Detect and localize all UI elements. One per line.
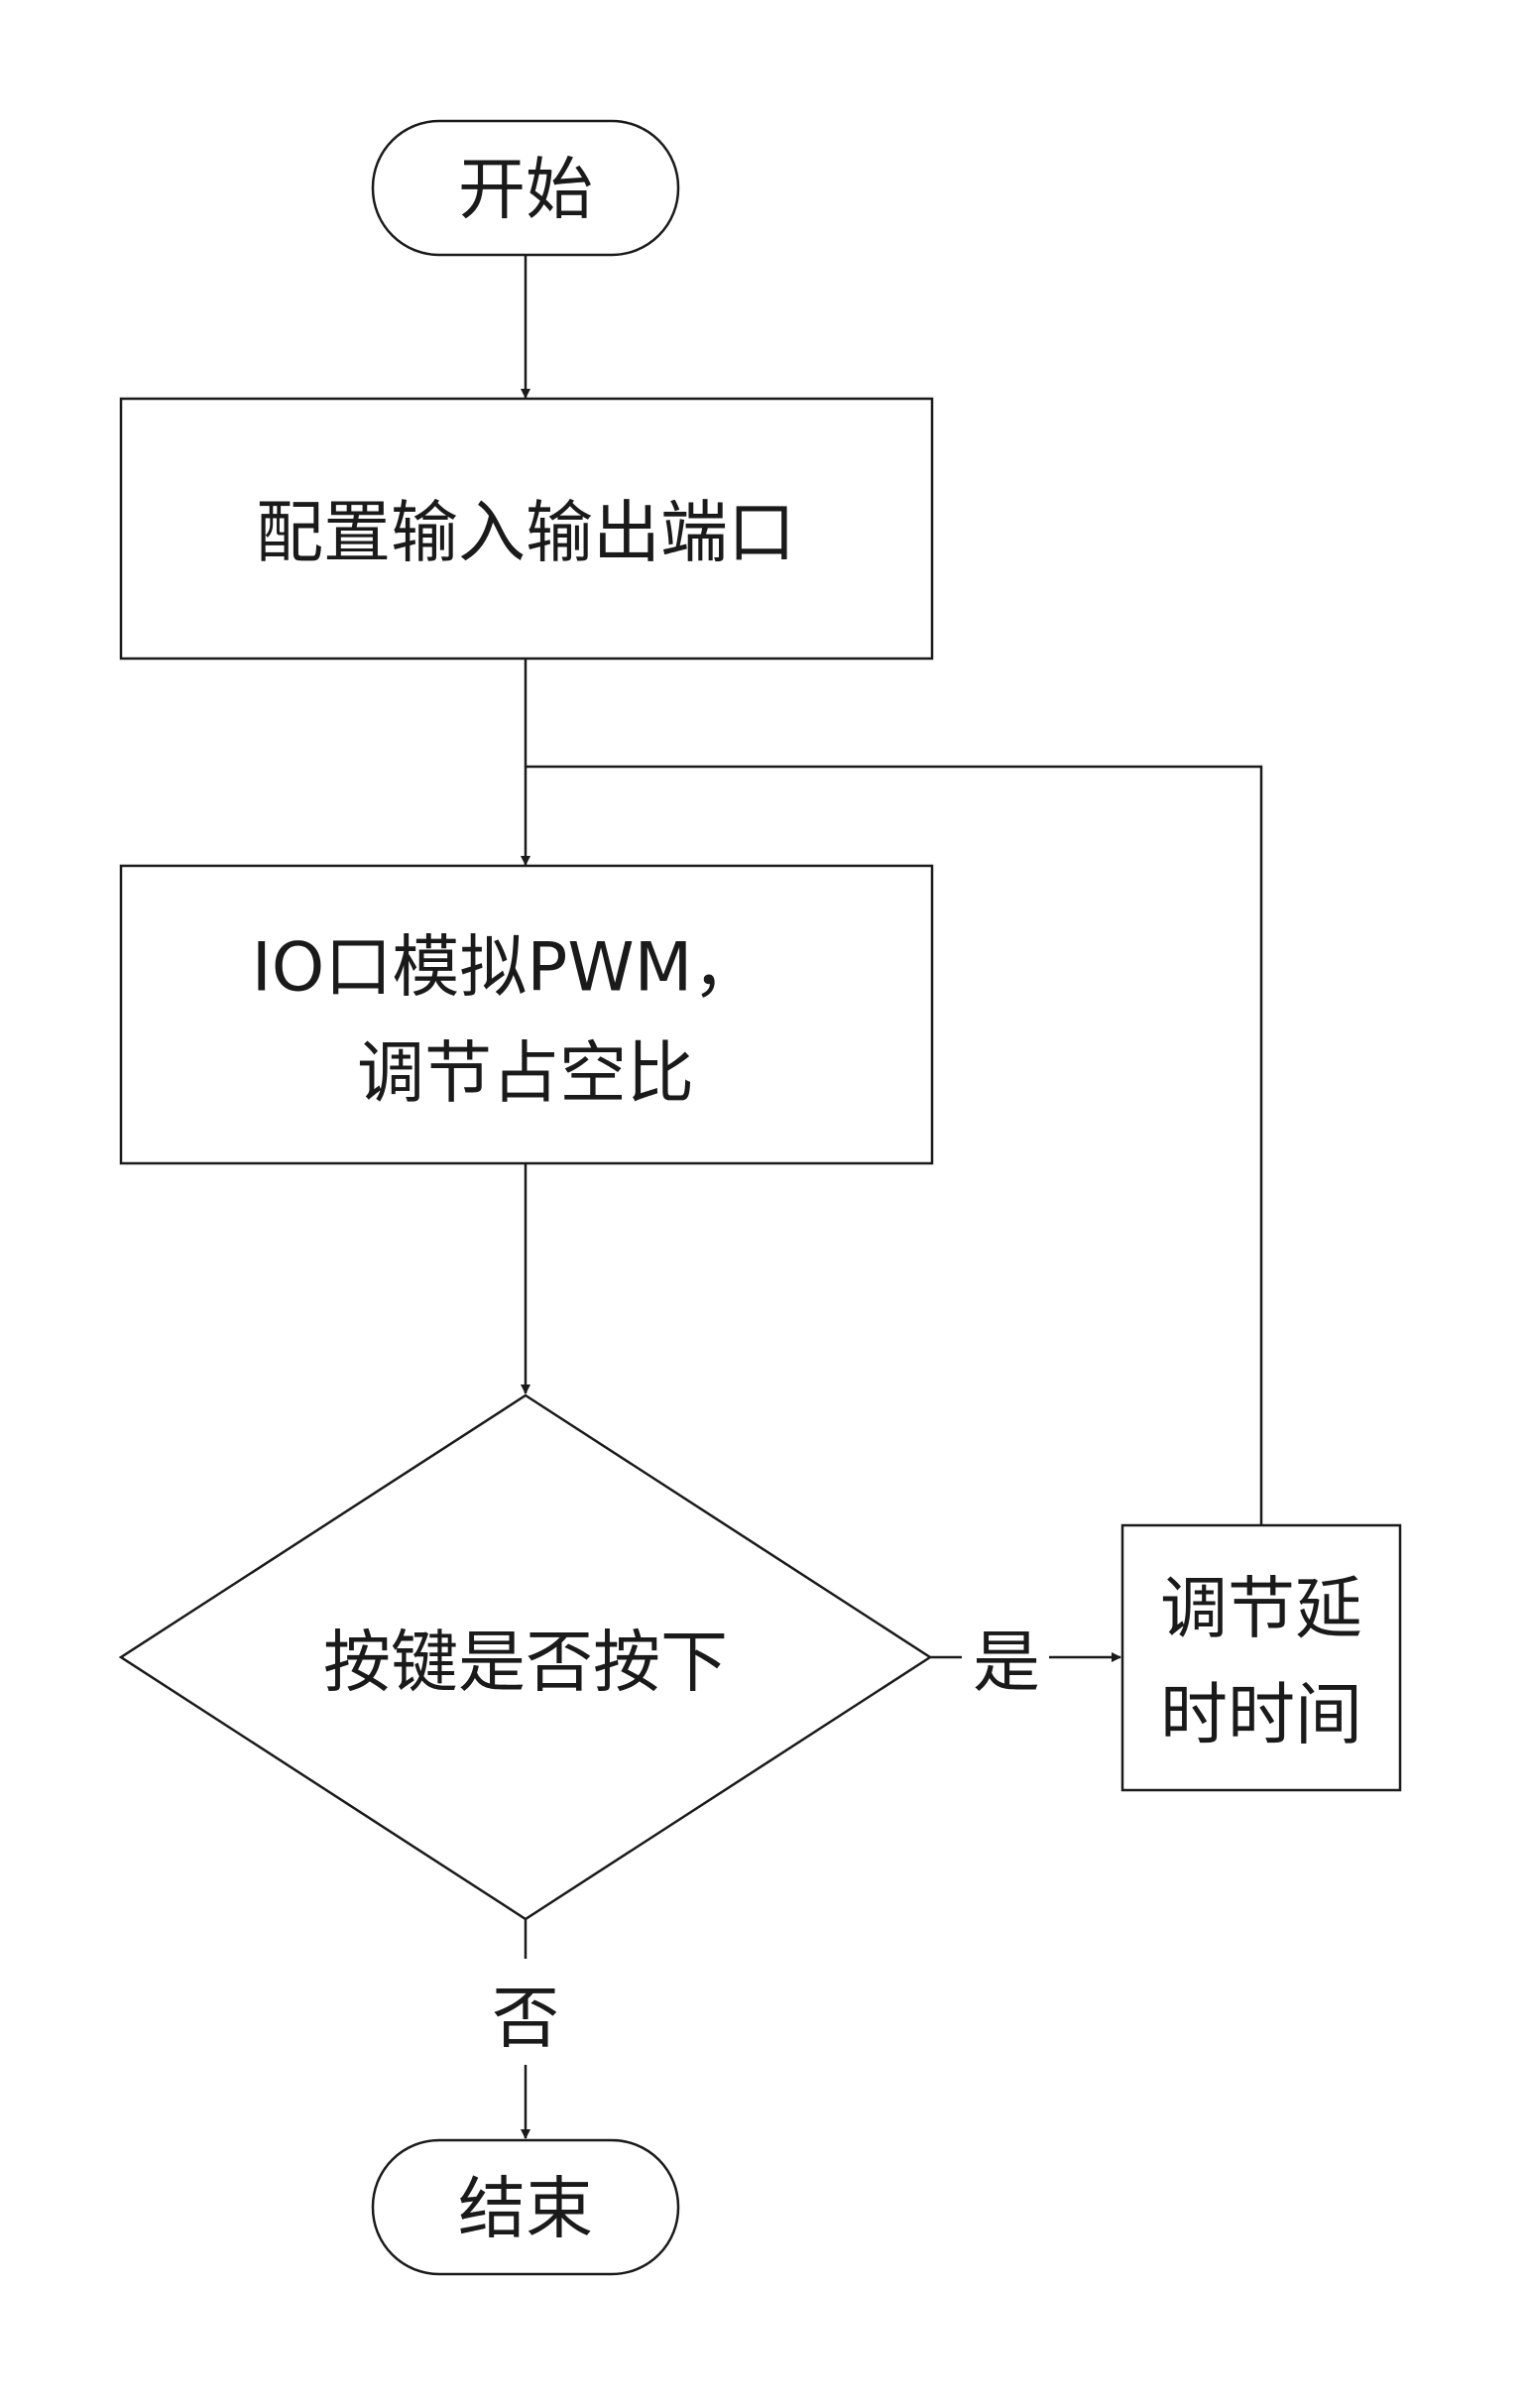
start-node-label: 开始 — [458, 152, 593, 230]
no-label: 否 — [492, 1981, 559, 2059]
decision-node: 按键是否按下 — [118, 1393, 933, 1921]
loop-back-line — [526, 765, 1263, 1525]
yes-label: 是 — [973, 1625, 1040, 1703]
pwm-node-shape — [119, 864, 934, 1165]
decision-node-label: 按键是否按下 — [323, 1625, 728, 1703]
start-node: 开始 — [371, 119, 680, 257]
end-node: 结束 — [371, 2138, 680, 2276]
delay-node-label-line2: 时时间 — [1160, 1677, 1362, 1755]
config-node-shape — [119, 397, 934, 661]
config-node-label: 配置输入输出端口 — [256, 495, 795, 573]
delay-node: 调节延 时时间 — [1120, 1523, 1402, 1792]
config-node: 配置输入输出端口 — [119, 397, 934, 661]
pwm-node: IO口模拟PWM， 调节占空比 — [119, 864, 934, 1165]
delay-node-shape — [1120, 1523, 1402, 1792]
delay-node-label-line1: 调节延 — [1160, 1571, 1362, 1649]
end-node-label: 结束 — [458, 2171, 593, 2249]
pwm-node-label-line2: 调节占空比 — [357, 1035, 694, 1114]
pwm-node-label-line1: IO口模拟PWM， — [252, 929, 761, 1008]
end-node-shape — [371, 2138, 680, 2276]
